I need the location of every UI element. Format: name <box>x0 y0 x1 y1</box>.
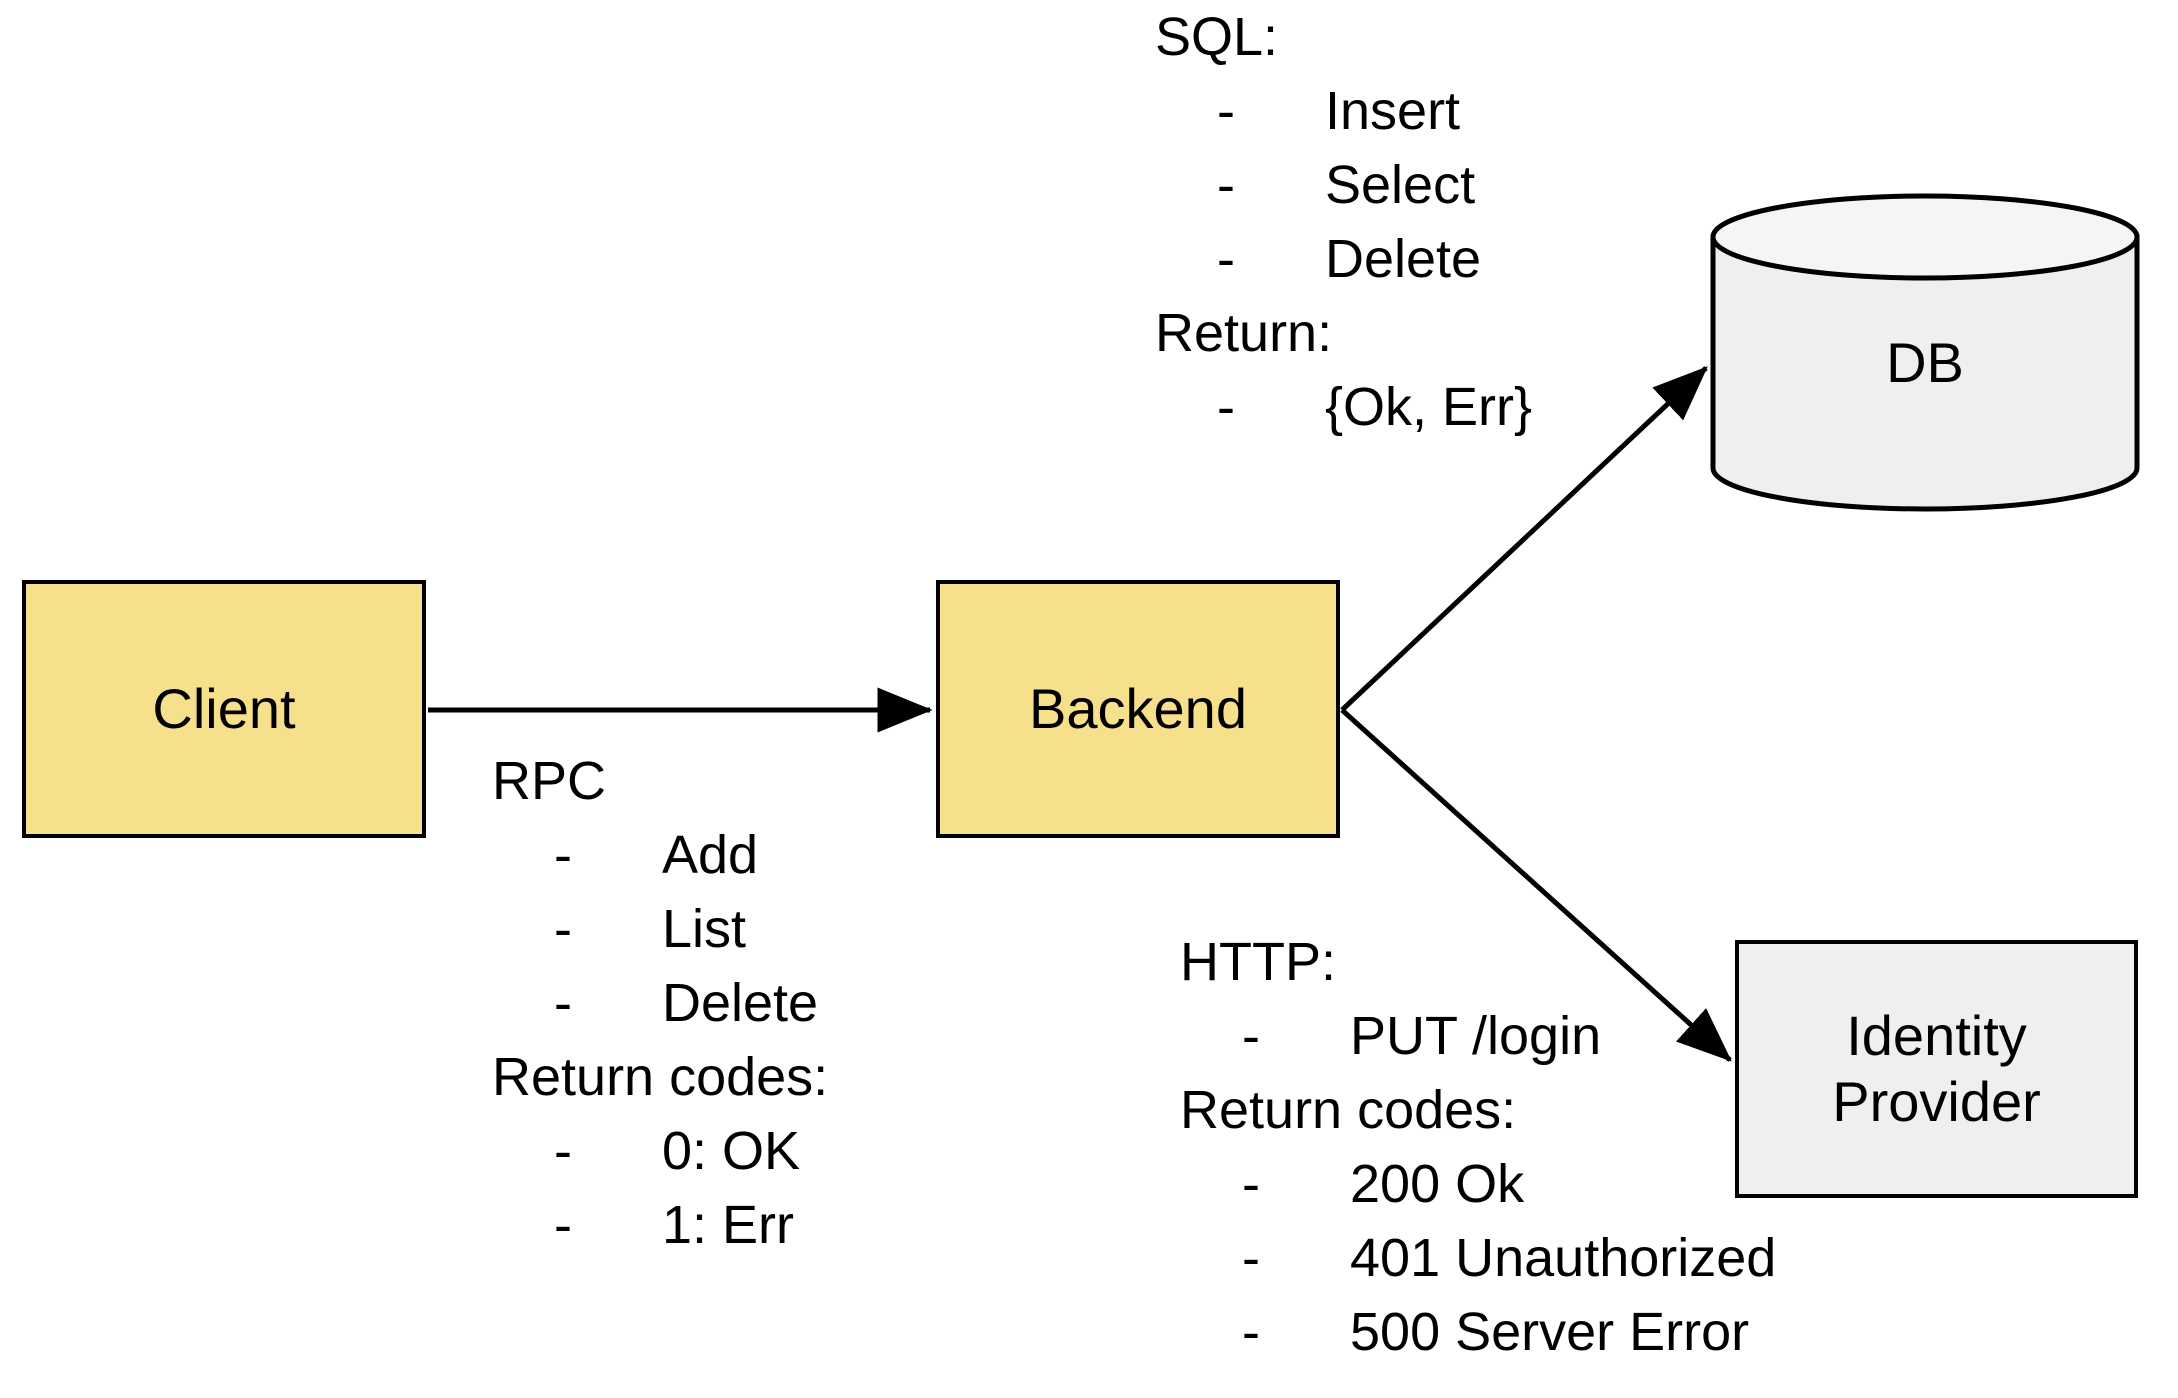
bullet-dash: - <box>554 1121 572 1181</box>
node-identity-provider-label: Identity Provider <box>1832 1003 2041 1135</box>
bullet-dash: - <box>1217 229 1235 289</box>
bullet-dash: - <box>554 1195 572 1255</box>
annotation-http-return-text: 200 Ok <box>1350 1154 1525 1214</box>
node-identity-provider-label-line1: Identity <box>1846 1003 2027 1067</box>
annotation-rpc-item-text: Add <box>662 825 759 885</box>
annotation-sql-return-item: - {Ok, Err} <box>1155 370 1532 444</box>
bullet-dash: - <box>1217 81 1235 141</box>
bullet-dash: - <box>554 825 572 885</box>
node-db-label-wrap: DB <box>1710 193 2140 512</box>
node-identity-provider[interactable]: Identity Provider <box>1735 940 2138 1198</box>
annotation-http-return-text: 401 Unauthorized <box>1350 1228 1777 1288</box>
annotation-sql-title: SQL: <box>1155 7 1279 67</box>
bullet-dash: - <box>554 899 572 959</box>
annotation-sql-item-text: Delete <box>1325 229 1482 289</box>
node-backend[interactable]: Backend <box>936 580 1340 838</box>
annotation-sql-item-text: Select <box>1325 155 1476 215</box>
node-db-label: DB <box>1886 331 1964 394</box>
annotation-rpc-return-item: - 1: Err <box>492 1188 828 1262</box>
node-backend-label: Backend <box>1029 676 1247 740</box>
annotation-sql-returns-title: Return: <box>1155 303 1333 363</box>
annotation-http-return-item: - 500 Server Error <box>1180 1295 1776 1369</box>
bullet-dash: - <box>1242 1228 1260 1288</box>
annotation-sql-item-text: Insert <box>1325 81 1461 141</box>
annotation-rpc-returns-title: Return codes: <box>492 1047 829 1107</box>
annotation-rpc-return-text: 1: Err <box>662 1195 795 1255</box>
annotation-rpc-item-text: Delete <box>662 973 819 1033</box>
node-identity-provider-label-line2: Provider <box>1832 1070 2041 1133</box>
bullet-dash: - <box>1242 1154 1260 1214</box>
annotation-rpc-item: - Delete <box>492 966 828 1040</box>
annotation-sql-item: - Select <box>1155 148 1532 222</box>
annotation-rpc-item-text: List <box>662 899 747 959</box>
annotation-http: HTTP: -PUT /login Return codes: -200 Ok … <box>1180 925 1776 1369</box>
bullet-dash: - <box>1242 1006 1260 1066</box>
annotation-sql-item: - Delete <box>1155 222 1532 296</box>
bullet-dash: - <box>1217 155 1235 215</box>
annotation-http-title: HTTP: <box>1180 932 1336 992</box>
annotation-http-return-item: - 401 Unauthorized <box>1180 1221 1776 1295</box>
annotation-rpc-return-item: - 0: OK <box>492 1114 828 1188</box>
annotation-http-return-text: 500 Server Error <box>1350 1302 1750 1362</box>
annotation-sql: SQL: - Insert - Select - Delete Return: - {O… <box>1155 0 1532 444</box>
annotation-rpc: RPC - Add - List - Delete Return codes: - 0:… <box>492 744 828 1262</box>
bullet-dash: - <box>1217 377 1235 437</box>
annotation-http-returns-title: Return codes: <box>1180 1080 1517 1140</box>
cylinder-icon <box>1710 193 2140 512</box>
annotation-rpc-item: - List <box>492 892 828 966</box>
annotation-rpc-return-text: 0: OK <box>662 1121 801 1181</box>
annotation-sql-return-text: {Ok, Err} <box>1325 377 1533 437</box>
bullet-dash: - <box>1242 1302 1260 1362</box>
node-client[interactable]: Client <box>22 580 426 838</box>
annotation-http-item: - PUT /login <box>1180 999 1776 1073</box>
annotation-rpc-item: - Add <box>492 818 828 892</box>
node-db[interactable]: DB <box>1710 193 2140 512</box>
annotation-sql-item: - Insert <box>1155 74 1532 148</box>
node-client-label: Client <box>152 676 296 740</box>
annotation-http-item-text: PUT /login <box>1350 1006 1602 1066</box>
annotation-http-return-item: - 200 Ok <box>1180 1147 1776 1221</box>
bullet-dash: - <box>554 973 572 1033</box>
annotation-rpc-title: RPC <box>492 751 607 811</box>
